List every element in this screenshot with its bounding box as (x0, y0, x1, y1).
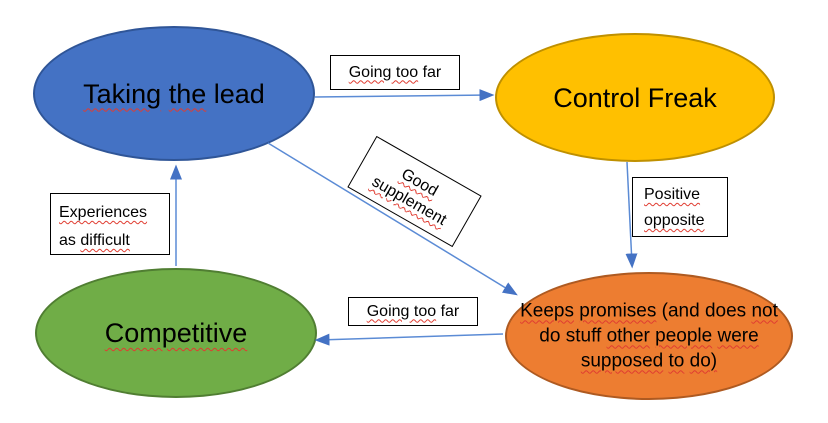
label-going-too-far-top[interactable]: Going too far (330, 55, 460, 90)
keeps-promises-line2: do stuff other people were (539, 325, 759, 347)
node-competitive[interactable]: Competitive (35, 268, 317, 398)
label-positive-opposite-line2: opposite (644, 212, 705, 229)
arrow-keeps-to-competitive[interactable] (314, 333, 504, 346)
label-going-too-far-bottom-text: Going too far (366, 302, 460, 320)
arrow-taking-to-control[interactable] (314, 89, 495, 102)
label-going-too-far-bottom[interactable]: Going too far (348, 297, 478, 326)
node-control-freak-label: Control Freak (553, 82, 717, 113)
node-control-freak[interactable]: Control Freak (495, 33, 775, 162)
arrow-taking-to-keeps[interactable] (267, 142, 518, 296)
label-experiences-line1: Experiences (59, 204, 148, 221)
label-going-too-far-top-text: Going too far (348, 63, 442, 81)
arrow-control-to-keeps[interactable] (625, 161, 638, 269)
node-keeps-promises-label: Keeps promises (and does not do stuff ot… (498, 299, 800, 374)
node-taking-the-lead[interactable]: Taking the lead (33, 26, 315, 161)
node-competitive-label: Competitive (104, 318, 248, 348)
label-experiences-as-difficult[interactable]: Experiences as difficult (50, 193, 170, 255)
keeps-promises-line3: supposed to do) (580, 350, 718, 372)
label-positive-opposite-line1: Positive (644, 186, 701, 203)
keeps-promises-line1: Keeps promises (and does not (520, 300, 778, 322)
node-taking-the-lead-label: Taking the lead (83, 78, 265, 109)
label-experiences-line2: as difficult (59, 232, 130, 249)
label-positive-opposite[interactable]: Positive opposite (632, 177, 728, 237)
node-keeps-promises[interactable]: Keeps promises (and does not do stuff ot… (505, 272, 793, 400)
